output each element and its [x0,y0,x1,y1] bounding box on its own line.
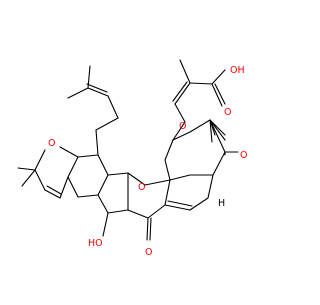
label-oh-acid: OH [230,65,245,76]
molecule-structure-svg: OH O O O O O HO O H [17,59,247,258]
pyran-ring [17,146,79,199]
label-o-acid: O [224,107,231,118]
label-o-ketone-right: O [240,150,247,161]
label-o-bridge: O [179,121,186,132]
label-o-ketone-bottom: O [145,247,152,258]
side-chain-carboxylic-acid [172,59,226,141]
bridged-cage [164,119,239,211]
prenyl-chain [67,65,119,156]
label-o-ring-center: O [138,182,145,193]
aromatic-ring [67,154,129,237]
label-h-stereo: H [218,198,225,209]
molecule-structure-figure: OH O O O O O HO O H [17,59,247,258]
xanthone-core [127,172,171,241]
atom-labels: OH O O O O O HO O H [48,65,247,258]
label-ho-phenol: HO [88,238,103,249]
label-o-pyran-left: O [48,138,55,149]
